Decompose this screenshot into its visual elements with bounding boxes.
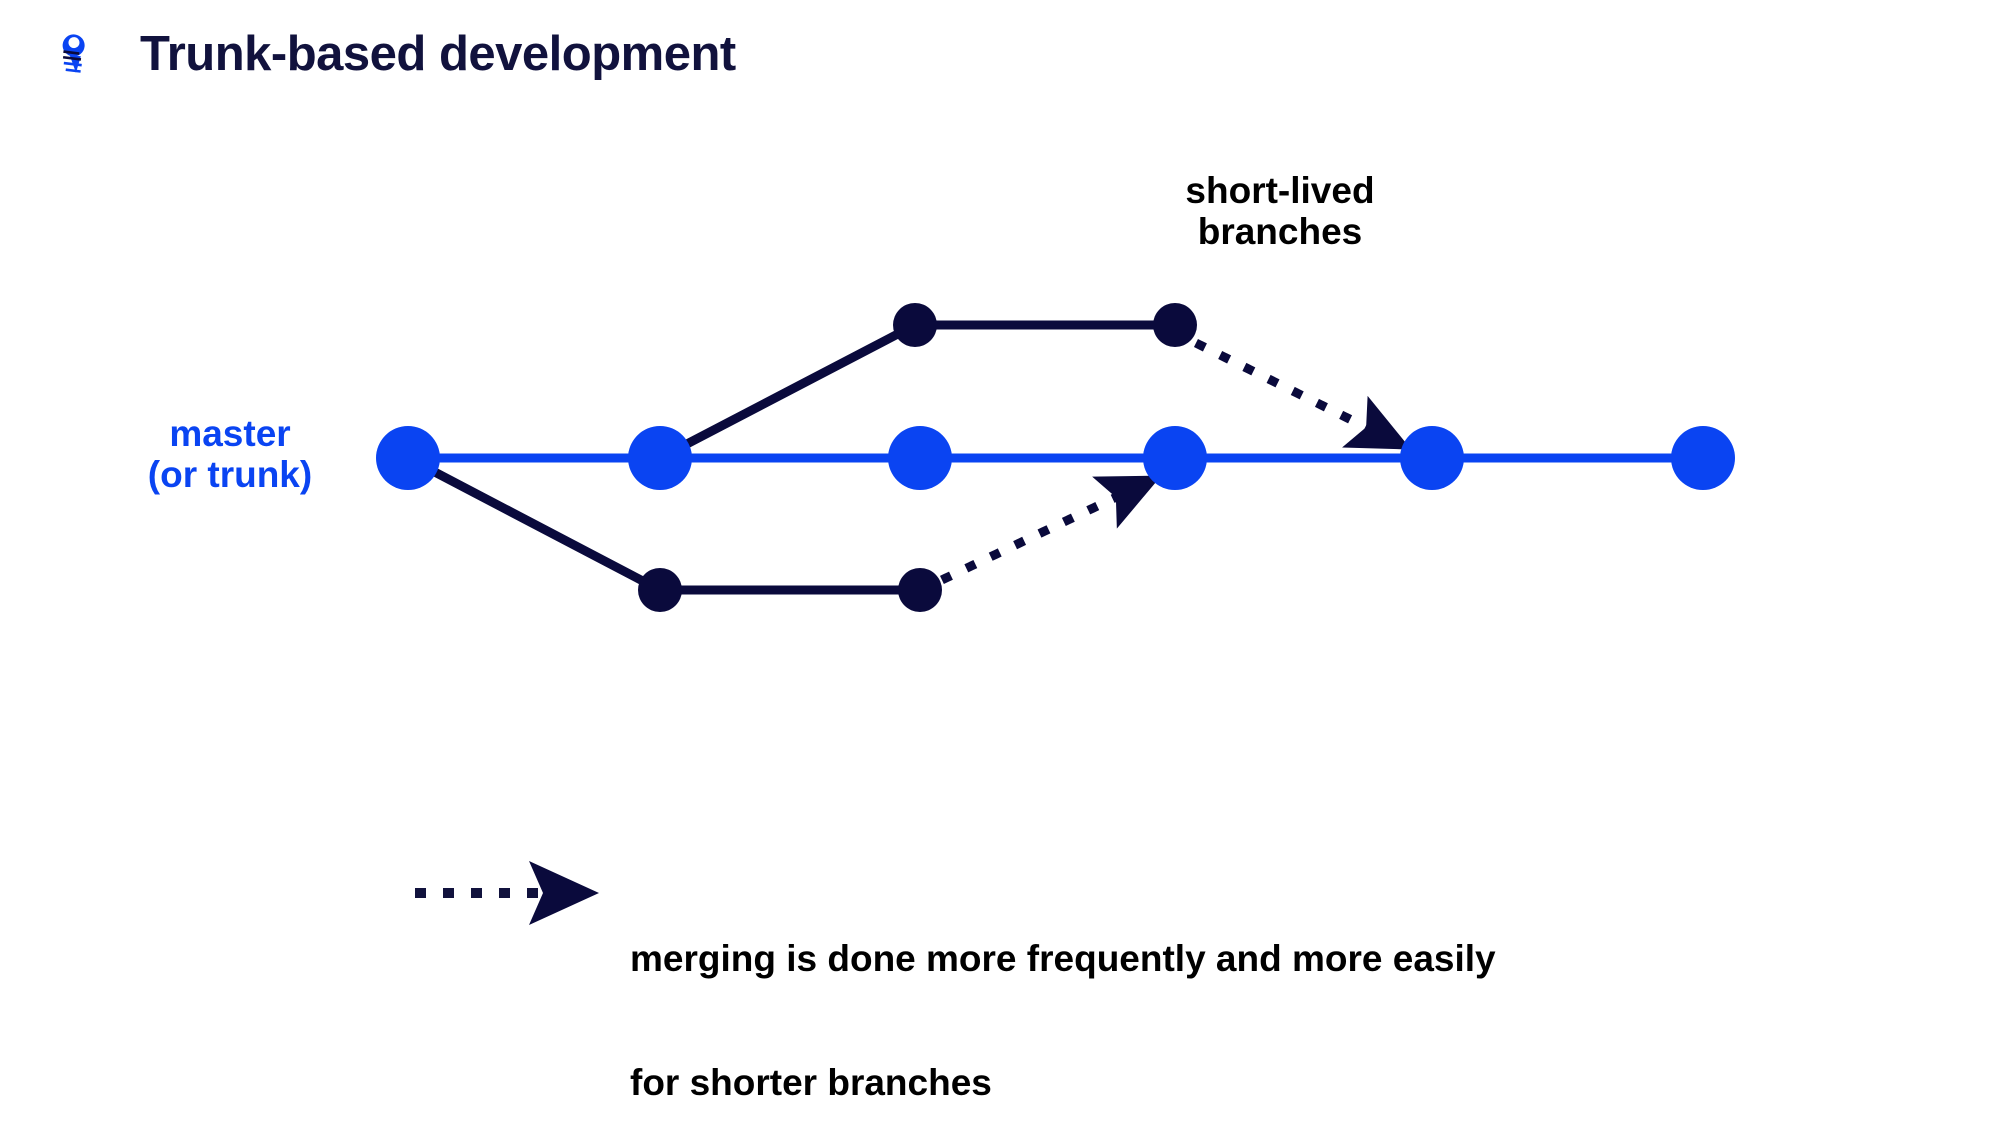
legend-text: merging is done more frequently and more… — [630, 855, 1496, 1145]
rocket-icon — [52, 32, 96, 76]
trunk-based-development-diagram — [376, 303, 1735, 925]
branch-commit-node[interactable] — [893, 303, 937, 347]
page-title: Trunk-based development — [140, 27, 736, 81]
fork-line-upper-branch — [655, 320, 920, 463]
legend-line-2: for shorter branches — [630, 1062, 992, 1104]
trunk-commit-node[interactable] — [1671, 426, 1735, 490]
master-trunk-label: master (or trunk) — [147, 413, 313, 496]
branch-commit-node[interactable] — [898, 568, 942, 612]
trunk-commit-node[interactable] — [888, 426, 952, 490]
lower-merge-arrow — [940, 475, 1162, 584]
trunk-commit-node[interactable] — [1400, 426, 1464, 490]
short-lived-branches-label: short-lived branches — [1185, 170, 1375, 253]
trunk-commit-node[interactable] — [1143, 426, 1207, 490]
trunk-commit-node[interactable] — [376, 426, 440, 490]
upper-merge-arrow — [1193, 338, 1412, 451]
branch-commit-node[interactable] — [1153, 303, 1197, 347]
fork-line-lower-branch — [403, 453, 665, 595]
branch-commit-node[interactable] — [638, 568, 682, 612]
trunk-commit-node[interactable] — [628, 426, 692, 490]
page-header: Trunk-based development — [0, 0, 1999, 110]
legend-line-1: merging is done more frequently and more… — [630, 937, 1496, 979]
